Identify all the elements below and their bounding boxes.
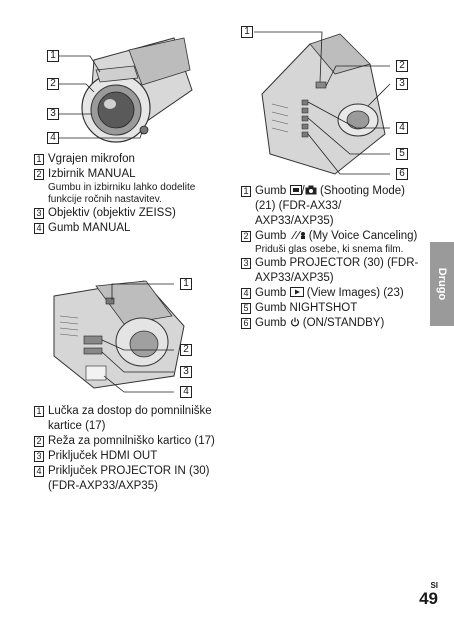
- camera-side-illustration: [53, 280, 185, 393]
- callout-2: 2: [180, 344, 192, 356]
- legend-subtext: Priduši glas osebe, ki snema film.: [255, 244, 404, 255]
- callout-4: 4: [180, 386, 192, 398]
- play-icon: [289, 287, 304, 297]
- camera-front-illustration: [58, 37, 193, 143]
- page-number: 49: [419, 589, 438, 608]
- callout-3: 3: [47, 108, 59, 120]
- callout-1: 1: [47, 50, 59, 62]
- callout-1: 1: [180, 278, 192, 290]
- callout-4: 4: [396, 122, 408, 134]
- voice-cancel-icon: [290, 231, 305, 239]
- camera-rear-illustration: [254, 31, 391, 175]
- callout-4: 4: [47, 132, 59, 144]
- page-language: SI: [430, 581, 438, 590]
- callout-2: 2: [47, 78, 59, 90]
- callout-6: 6: [396, 168, 408, 180]
- legend-subtext: Gumbu in izbirniku lahko dodelite funkci…: [48, 182, 196, 205]
- callout-5: 5: [396, 148, 408, 160]
- callout-2: 2: [396, 60, 408, 72]
- power-icon: [290, 317, 299, 327]
- callout-3: 3: [180, 366, 192, 378]
- callout-3: 3: [396, 78, 408, 90]
- section-tab: Drugo: [430, 242, 454, 326]
- camera-icon: [305, 185, 317, 195]
- callout-1: 1: [241, 26, 253, 38]
- movie-icon: [289, 185, 302, 195]
- section-tab-label: Drugo: [436, 267, 448, 301]
